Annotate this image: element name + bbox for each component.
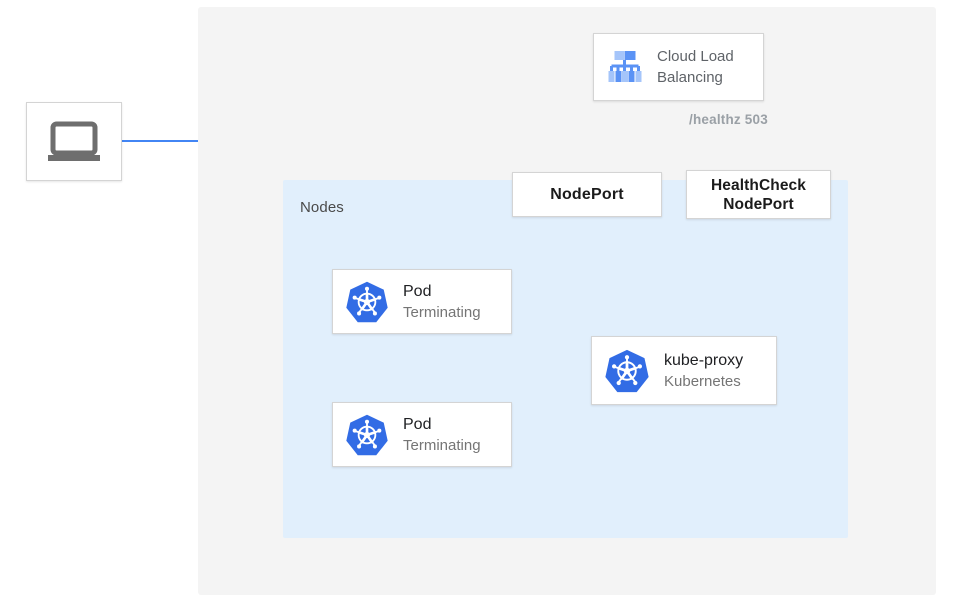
client-node[interactable] xyxy=(26,102,122,181)
kubernetes-icon xyxy=(604,348,650,394)
pod-status: Terminating xyxy=(403,436,481,454)
healthcheck-nodeport-node[interactable]: HealthCheck NodePort xyxy=(686,170,831,219)
nodeport-title: NodePort xyxy=(550,185,624,203)
pod-node-1[interactable]: Pod Terminating xyxy=(332,269,512,334)
pod-node-2[interactable]: Pod Terminating xyxy=(332,402,512,467)
healthcheck-nodeport-title-line-1: HealthCheck xyxy=(711,176,806,194)
nodeport-node[interactable]: NodePort xyxy=(512,172,662,217)
nodes-panel-label: Nodes xyxy=(300,199,344,216)
kube-proxy-subtitle: Kubernetes xyxy=(664,372,741,390)
kubernetes-icon xyxy=(345,413,389,457)
kube-proxy-title: kube-proxy xyxy=(664,351,744,369)
cloud-load-balancing-title-line-1: Cloud Load xyxy=(657,48,734,65)
pod-status: Terminating xyxy=(403,303,481,321)
cloud-load-balancing-node[interactable]: Cloud Load Balancing xyxy=(593,33,764,101)
cloud-load-balancing-title-line-2: Balancing xyxy=(657,69,723,86)
kube-proxy-node[interactable]: kube-proxy Kubernetes xyxy=(591,336,777,405)
pod-title: Pod xyxy=(403,415,432,433)
healthz-edge-label: /healthz 503 xyxy=(689,112,768,127)
laptop-icon xyxy=(47,121,101,163)
cloud-load-balancing-icon xyxy=(605,48,645,86)
healthcheck-nodeport-title-line-2: NodePort xyxy=(723,195,794,213)
kubernetes-icon xyxy=(345,280,389,324)
pod-title: Pod xyxy=(403,282,432,300)
